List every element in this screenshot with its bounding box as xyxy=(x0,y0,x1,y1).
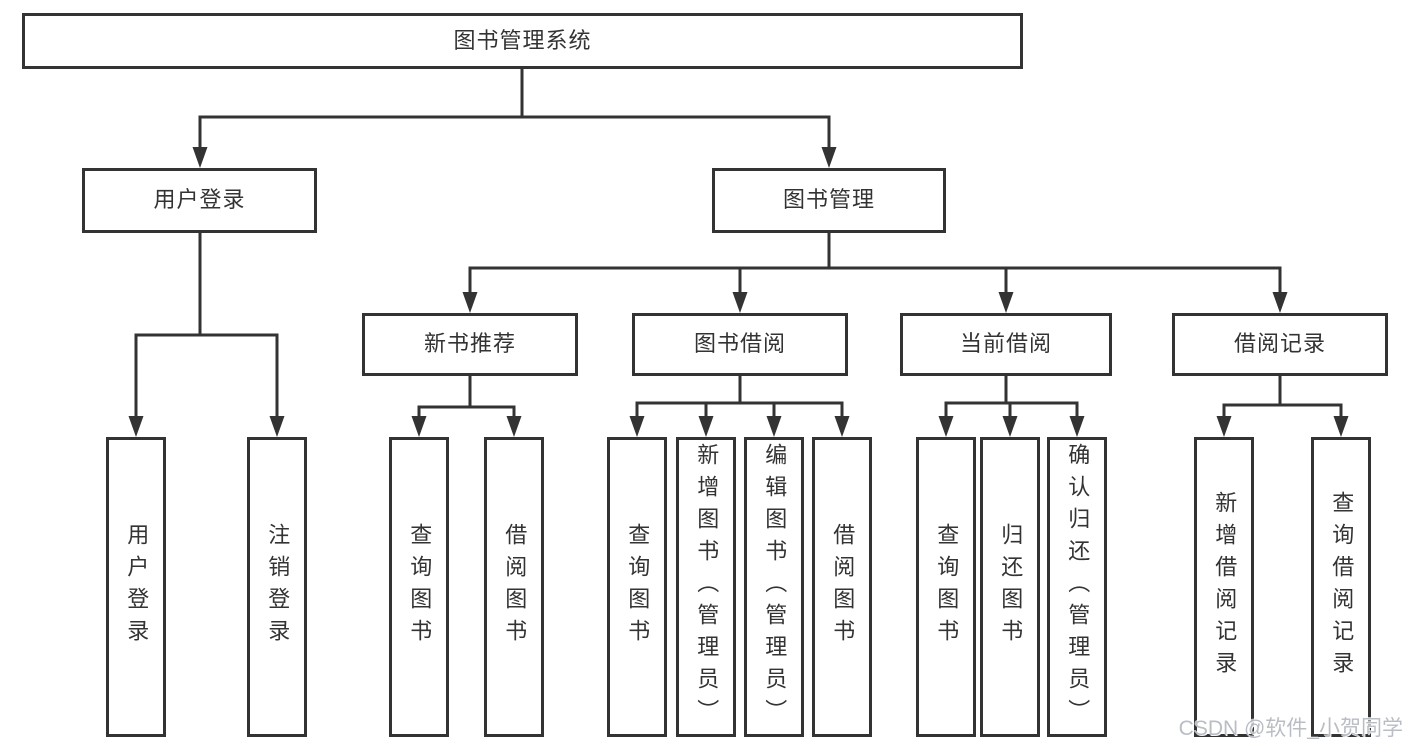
node-book-borrowing: 图书借阅 xyxy=(632,313,848,376)
leaf-user-login: 用户登录 xyxy=(106,437,166,737)
leaf-logout-login: 注销登录 xyxy=(247,437,307,737)
leaf-add-borrow-record: 新增借阅记录 xyxy=(1194,437,1254,737)
node-borrowing-records: 借阅记录 xyxy=(1172,313,1388,376)
leaf-query-books-borrow: 查询图书 xyxy=(607,437,667,737)
leaf-add-books-admin: 新增图书（管理员） xyxy=(676,437,736,737)
leaf-query-books-recommend: 查询图书 xyxy=(389,437,449,737)
node-new-book-recommendation: 新书推荐 xyxy=(362,313,578,376)
csdn-watermark: CSDN @软件_小贺同学 xyxy=(1178,717,1403,740)
node-current-borrowing: 当前借阅 xyxy=(900,313,1112,376)
leaf-borrow-books-recommend: 借阅图书 xyxy=(484,437,544,737)
leaf-confirm-return-admin: 确认归还（管理员） xyxy=(1047,437,1107,737)
leaf-edit-books-admin: 编辑图书（管理员） xyxy=(744,437,804,737)
node-library-management-system: 图书管理系统 xyxy=(22,13,1023,69)
node-user-login-branch: 用户登录 xyxy=(82,168,317,233)
leaf-borrow-books: 借阅图书 xyxy=(812,437,872,737)
leaf-return-books: 归还图书 xyxy=(980,437,1040,737)
leaf-query-borrow-record: 查询借阅记录 xyxy=(1311,437,1371,737)
leaf-query-books-current: 查询图书 xyxy=(916,437,976,737)
node-book-management-branch: 图书管理 xyxy=(712,168,946,233)
